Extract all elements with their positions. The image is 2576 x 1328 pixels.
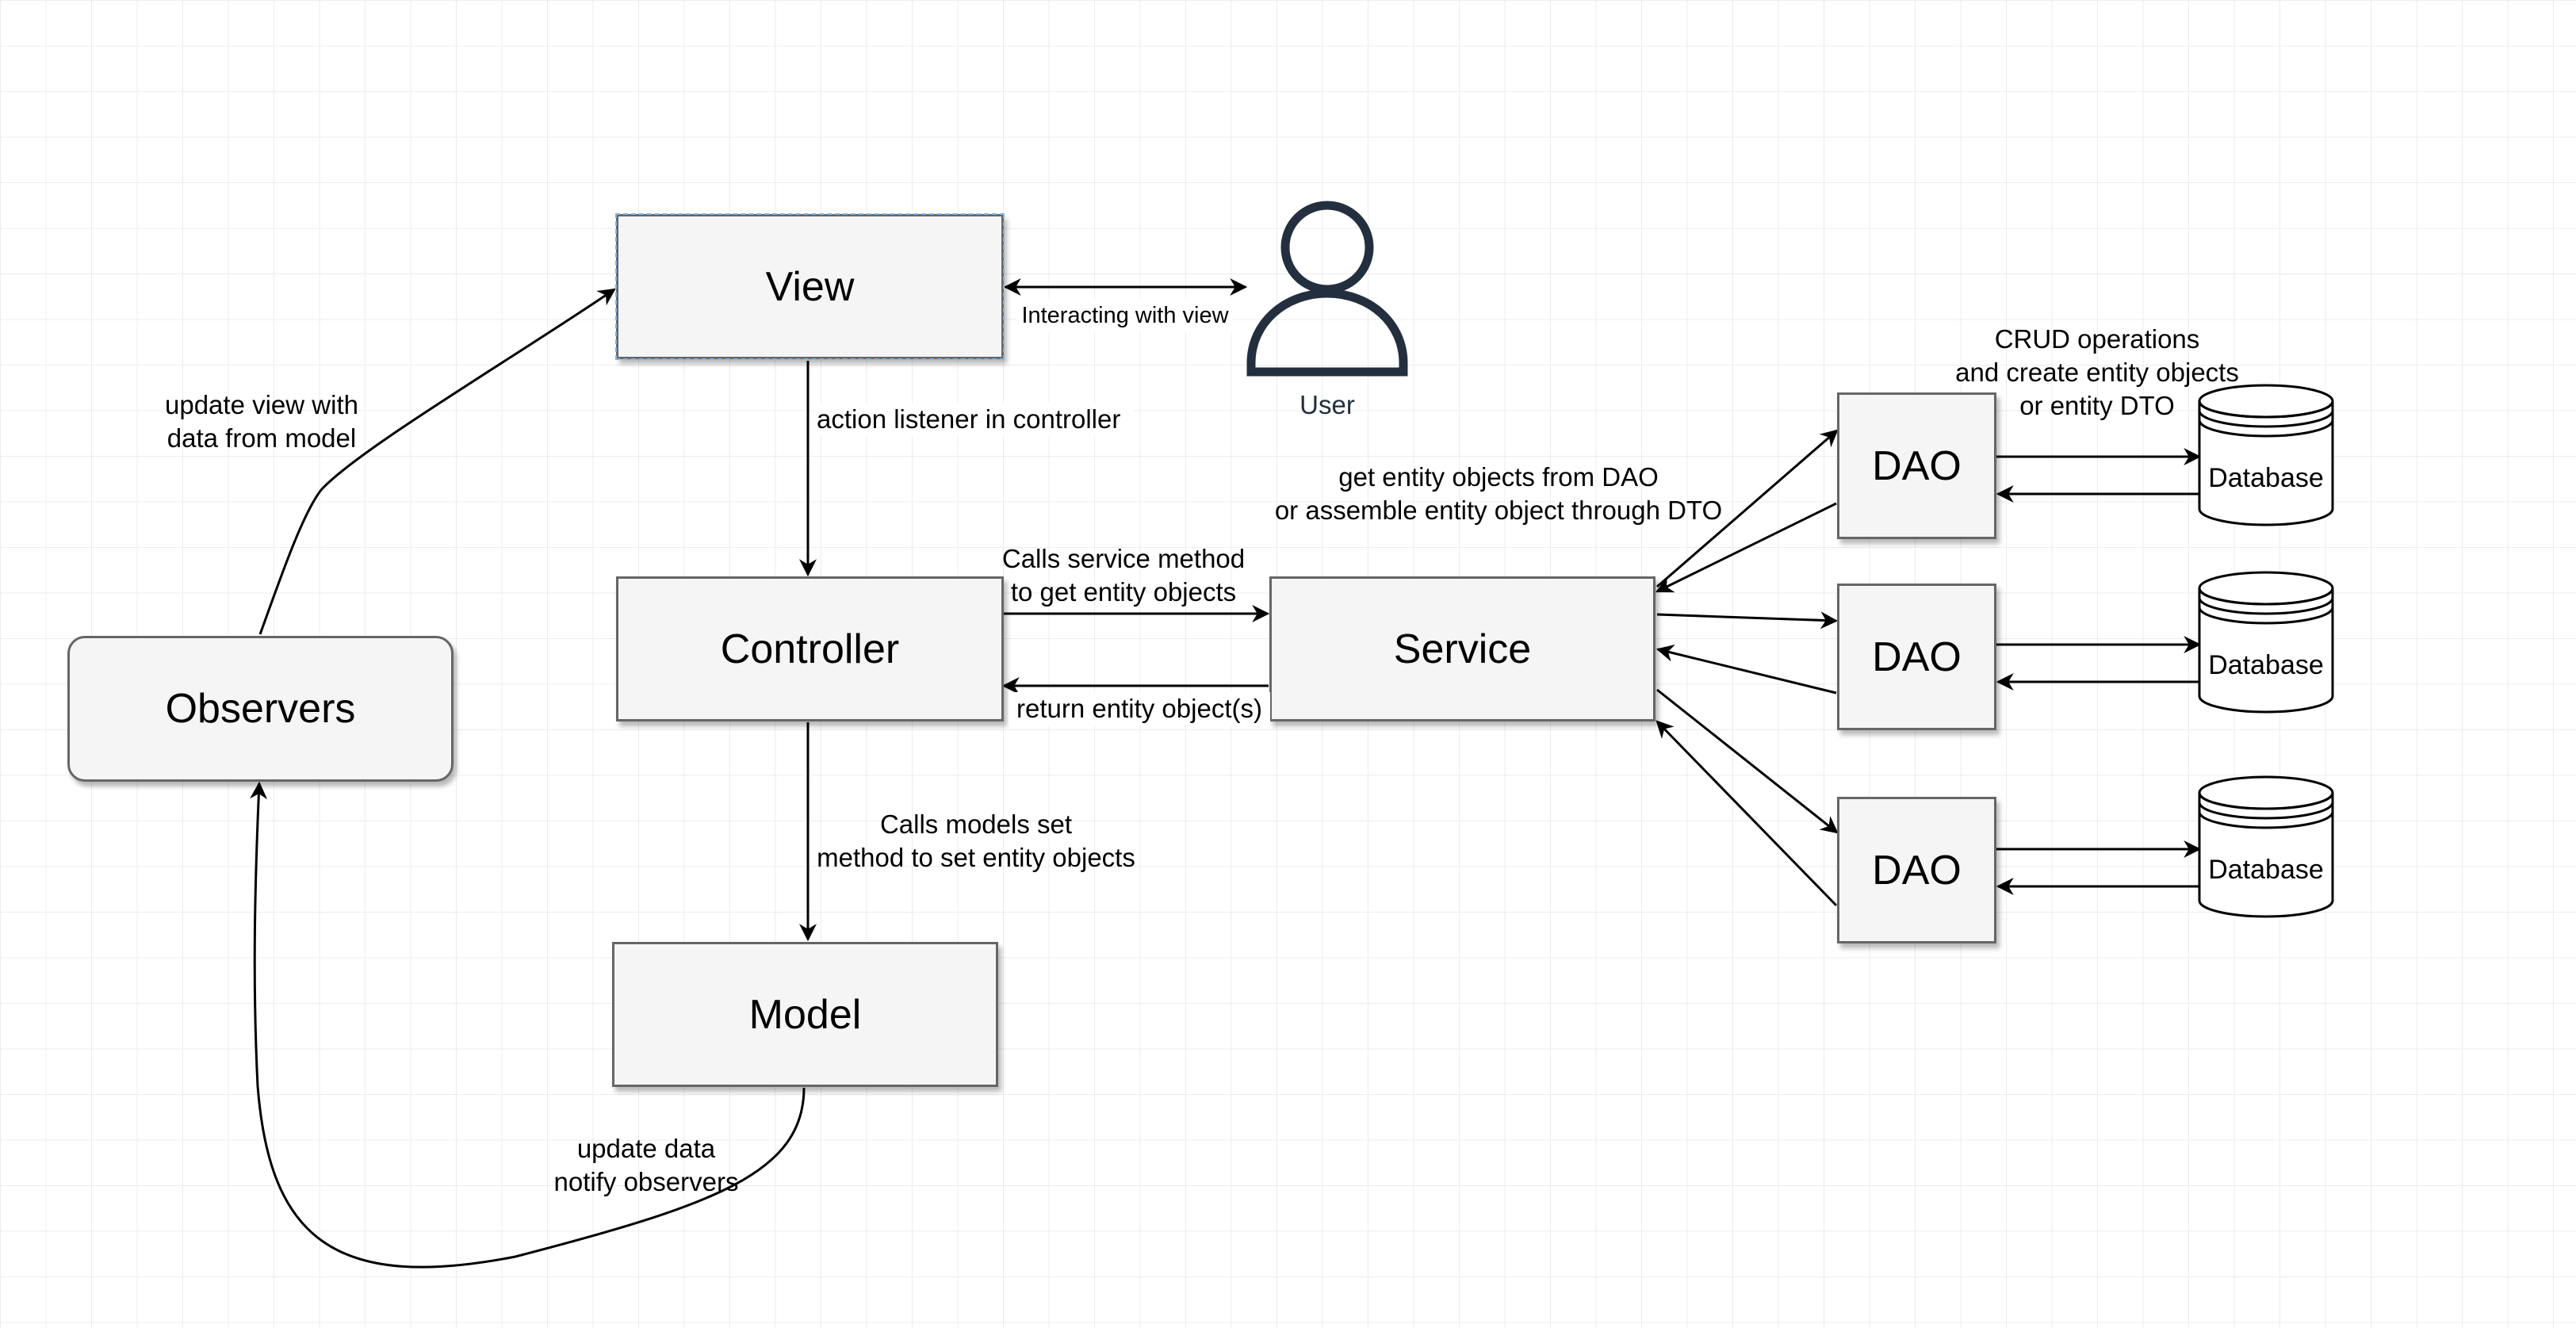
database-label: Database [2208, 463, 2324, 493]
observers-node[interactable]: Observers [67, 636, 454, 782]
dao-label: DAO [1872, 442, 1962, 489]
edge-observers-view [258, 288, 616, 635]
service-node[interactable]: Service [1269, 576, 1655, 721]
model-label: Model [748, 991, 862, 1038]
calls-models-line-2: method to set entity objects [817, 843, 1135, 872]
user-label: User [1299, 390, 1355, 419]
get-entity-line-1: get entity objects from DAO [1338, 462, 1659, 492]
edge-dao2-service [1655, 645, 1837, 695]
view-node[interactable]: View [615, 213, 1005, 360]
view-label: View [765, 263, 855, 310]
dao-node[interactable]: DAO [1837, 392, 1996, 539]
update-view-line-2: data from model [167, 423, 357, 453]
controller-node[interactable]: Controller [616, 576, 1004, 721]
database-cylinder-icon[interactable] [2198, 775, 2334, 918]
crud-line-2: and create entity objects [1955, 358, 2239, 387]
calls-service-label: Calls service method to get entity objec… [989, 542, 1258, 609]
calls-service-line-2: to get entity objects [1010, 577, 1237, 607]
edge-service-dao2 [1656, 611, 1839, 630]
observers-label: Observers [165, 686, 356, 732]
update-view-label: update view with data from model [143, 388, 381, 455]
action-listener-label: action listener in controller [815, 403, 1134, 436]
update-view-line-1: update view with [165, 390, 358, 419]
service-label: Service [1393, 626, 1532, 672]
get-entity-label: get entity objects from DAO or assemble … [1253, 461, 1744, 527]
edge-service-dao1 [1656, 429, 1839, 588]
edge-service-dao3 [1656, 688, 1839, 834]
update-data-line-2: notify observers [553, 1167, 739, 1196]
database-label: Database [2208, 650, 2324, 680]
update-data-line-1: update data [576, 1134, 716, 1163]
crud-line-3: or entity DTO [2019, 391, 2175, 420]
database-cylinder-icon[interactable] [2198, 384, 2334, 526]
controller-label: Controller [720, 626, 900, 672]
calls-models-label: Calls models set method to set entity ob… [802, 808, 1150, 874]
user-icon[interactable] [1246, 201, 1408, 377]
edge-model-observers [250, 781, 806, 1269]
get-entity-line-2: or assemble entity object through DTO [1274, 496, 1723, 525]
crud-label: CRUD operations and create entity object… [1935, 323, 2260, 423]
model-node[interactable]: Model [612, 942, 998, 1087]
edge-dao1-service [1655, 502, 1837, 593]
dao-node[interactable]: DAO [1837, 584, 1996, 730]
dao-node[interactable]: DAO [1837, 797, 1996, 943]
dao-label: DAO [1872, 633, 1962, 680]
return-entity-label: return entity object(s) [1009, 692, 1270, 725]
interacting-label: Interacting with view [1017, 299, 1233, 332]
database-label: Database [2208, 855, 2324, 885]
calls-models-line-1: Calls models set [879, 809, 1073, 839]
calls-service-line-1: Calls service method [1001, 544, 1246, 573]
database-cylinder-icon[interactable] [2198, 571, 2334, 714]
edge-dao3-service [1655, 720, 1838, 907]
crud-line-1: CRUD operations [1994, 324, 2200, 354]
dao-label: DAO [1872, 847, 1962, 894]
update-data-label: update data notify observers [535, 1132, 757, 1199]
